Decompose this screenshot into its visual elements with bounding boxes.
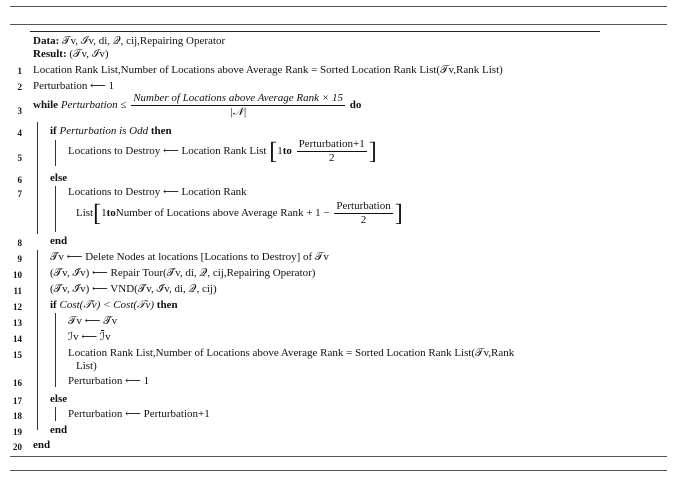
line-number: 18 (13, 411, 22, 421)
while-block-bar (37, 122, 38, 234)
result-value: (𝒯v, ℐv) (69, 48, 109, 60)
while-block-bar-2 (37, 250, 38, 430)
line-number: 1 (17, 66, 23, 76)
if-keyword: if (50, 299, 57, 311)
then-keyword: then (156, 299, 178, 311)
if-block-bar-2 (55, 313, 56, 387)
fraction-denominator: |𝒩| (229, 106, 247, 118)
algo-line-15: Location Rank List,Number of Locations a… (68, 347, 515, 359)
if-keyword: if (50, 125, 57, 137)
data-line: Data: 𝒯v, ℐv, di, 𝒬, cij,Repairing Opera… (33, 35, 225, 48)
algo-line-17: else (50, 393, 68, 405)
if-condition: Cost(𝒯̄v) < Cost(𝒯v) (59, 299, 155, 311)
algo-line-12: if Cost(𝒯̄v) < Cost(𝒯v) then (50, 299, 178, 312)
line7-fraction: Perturbation 2 (334, 200, 393, 227)
bottom-rule (10, 456, 667, 457)
line-number: 15 (13, 350, 22, 360)
line-number: 19 (13, 427, 22, 437)
fraction-denominator: 2 (360, 214, 367, 226)
to-keyword: to (282, 145, 292, 157)
right-bracket: ] (368, 138, 377, 165)
line7-text-b: List (76, 207, 94, 219)
line-number: 14 (13, 334, 22, 344)
if-condition: Perturbation is Odd (59, 125, 149, 137)
bottom-rule-outer (10, 470, 667, 471)
top-rule (10, 6, 667, 7)
data-value: 𝒯v, ℐv, di, 𝒬, cij,Repairing Operator (62, 35, 226, 47)
line-number: 20 (13, 442, 22, 452)
line-number: 9 (17, 254, 23, 264)
line-number: 8 (17, 238, 23, 248)
algo-line-11: (𝒯̄v, ℐ̄v) ⟵ VND(𝒯̄v, ℐ̄v, di, 𝒬, cij) (50, 283, 217, 295)
algo-line-2: Perturbation ⟵ 1 (33, 80, 115, 92)
while-condition: Perturbation ≤ (60, 99, 127, 112)
line-number: 11 (13, 286, 22, 296)
algo-line-7: Locations to Destroy ⟵ Location Rank (68, 186, 247, 198)
while-keyword: while (33, 99, 59, 112)
algo-line-5: Locations to Destroy ⟵ Location Rank Lis… (68, 138, 377, 165)
algo-line-16: Perturbation ⟵ 1 (68, 375, 150, 387)
line-number: 10 (13, 270, 22, 280)
fraction-numerator: Perturbation (334, 200, 393, 214)
line-number: 2 (17, 82, 23, 92)
data-label: Data: (33, 35, 60, 47)
range-start: 1 (101, 207, 107, 219)
to-keyword: to (106, 207, 116, 219)
algo-line-9: 𝒯̄v ⟵ Delete Nodes at locations [Locatio… (50, 251, 329, 263)
algorithm-box (30, 31, 600, 451)
line-number: 16 (13, 378, 22, 388)
result-label: Result: (33, 48, 67, 60)
algo-line-15-continued: List) (76, 360, 97, 372)
algo-line-18: Perturbation ⟵ Perturbation+1 (68, 408, 210, 420)
right-bracket: ] (394, 200, 403, 227)
line-number: 5 (17, 153, 23, 163)
algo-line-14: ℐv ⟵ ℐ̄v (68, 331, 111, 343)
while-fraction: Number of Locations above Average Rank ×… (131, 92, 345, 119)
line-number: 4 (17, 128, 23, 138)
fraction-numerator: Perturbation+1 (296, 138, 367, 152)
left-bracket: [ (93, 200, 102, 227)
range-start: 1 (277, 145, 283, 157)
line-number: 7 (17, 189, 23, 199)
range-end-expr: Number of Locations above Average Rank +… (115, 207, 330, 219)
algo-line-3: while Perturbation ≤ Number of Locations… (33, 92, 361, 119)
line-number: 13 (13, 318, 22, 328)
if-block-bar (55, 140, 56, 166)
top-rule-inner (10, 24, 667, 25)
line-number: 3 (17, 106, 23, 116)
line-number: 12 (13, 302, 22, 312)
left-bracket: [ (269, 138, 278, 165)
result-line: Result: (𝒯v, ℐv) (33, 48, 109, 61)
line-number: 17 (13, 396, 22, 406)
algo-line-10: (𝒯̄v, ℐ̄v) ⟵ Repair Tour(𝒯̄v, di, 𝒬, cij… (50, 267, 316, 279)
algo-line-13: 𝒯v ⟵ 𝒯̄v (68, 315, 118, 327)
algo-line-1: Location Rank List,Number of Locations a… (33, 64, 503, 76)
fraction-numerator: Number of Locations above Average Rank ×… (131, 92, 345, 106)
algo-line-4: if Perturbation is Odd then (50, 125, 172, 138)
algo-line-8: end (50, 235, 68, 247)
algo-line-19: end (50, 424, 68, 436)
fraction-denominator: 2 (328, 152, 335, 164)
else-block-bar-2 (55, 407, 56, 421)
algo-line-20: end (33, 439, 51, 451)
algo-line-6: else (50, 172, 68, 184)
line-number: 6 (17, 175, 23, 185)
then-keyword: then (150, 125, 172, 137)
line5-fraction: Perturbation+1 2 (296, 138, 367, 165)
line5-text: Locations to Destroy ⟵ Location Rank Lis… (68, 145, 267, 157)
do-keyword: do (349, 99, 362, 112)
else-block-bar (55, 186, 56, 232)
algo-line-7-continued: List[1toNumber of Locations above Averag… (76, 200, 403, 227)
